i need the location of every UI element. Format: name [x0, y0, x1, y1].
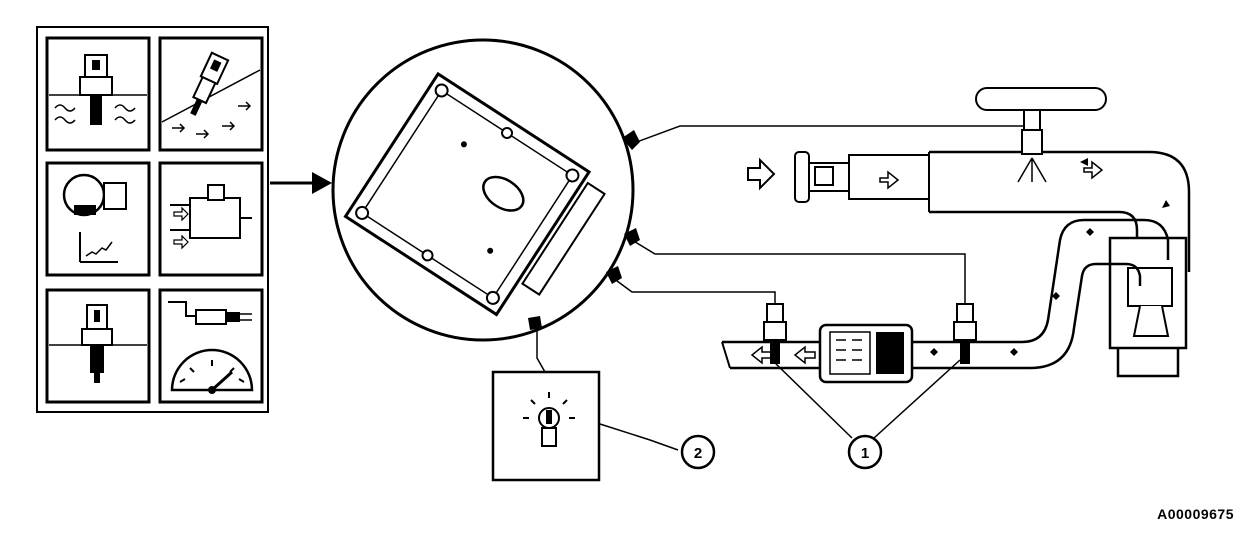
callout-2-label: 2 [694, 445, 702, 462]
figure-identifier: A00009675 [1157, 506, 1234, 522]
downstream-oxygen-sensor [953, 303, 977, 364]
ecm-connector-markers [528, 130, 640, 330]
oil-pressure-sensor-icon [45, 288, 151, 404]
mass-airflow-sensor-icon [158, 161, 264, 277]
coolant-temperature-sensor-icon [45, 36, 151, 152]
callout-1-label: 1 [861, 445, 869, 462]
throttle-position-sensor-icon [45, 161, 151, 277]
callout-1: 1 [847, 434, 883, 470]
upstream-oxygen-sensor [763, 303, 787, 364]
engine-control-module [331, 38, 635, 342]
oxygen-sensor-icon [158, 36, 264, 152]
wiring-harness [536, 125, 1030, 373]
sensor-input-panel [36, 26, 269, 413]
intake-and-exhaust-system [721, 87, 1191, 384]
catalytic-converter-icon [818, 323, 914, 384]
vehicle-speed-sensor-icon [158, 288, 264, 404]
fuel-injector-icon [975, 87, 1107, 183]
callout-2: 2 [680, 434, 716, 470]
sensor-to-ecm-arrow [270, 172, 332, 194]
callout-leaders [599, 359, 961, 451]
warning-lamp-icon [491, 370, 601, 482]
